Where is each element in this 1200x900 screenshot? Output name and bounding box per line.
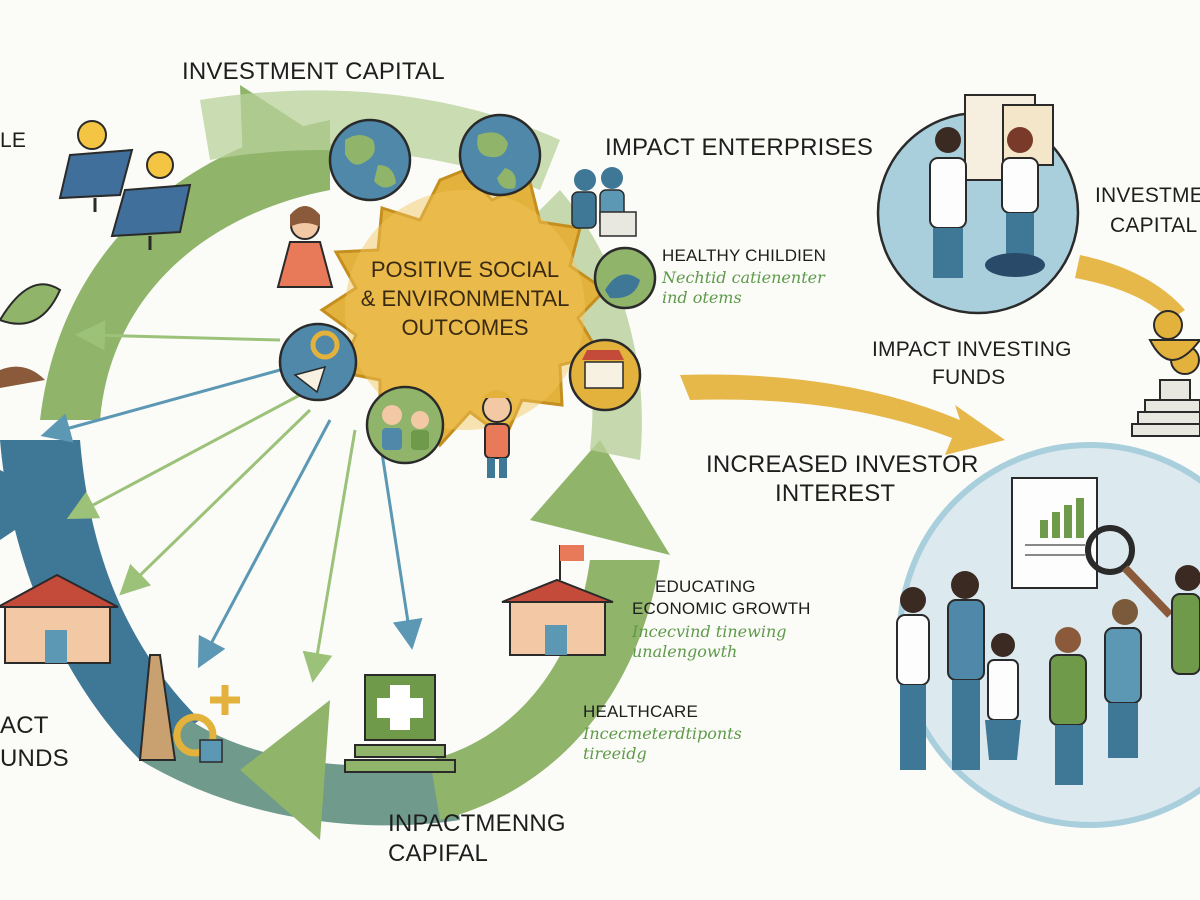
market-globe-icon	[568, 338, 642, 412]
label-healthcare-sub1: Incecmeterdtiponts	[583, 724, 742, 743]
label-educating-sub2: unalengowth	[632, 642, 738, 661]
cycle-ring	[0, 85, 670, 840]
globe-icon	[328, 118, 412, 202]
label-healthcare-sub2: tireeidg	[583, 744, 647, 763]
leaf-icon	[0, 283, 62, 388]
cycle-arrowhead-right	[530, 440, 670, 555]
label-inpactmening: INPACTMENNG	[388, 810, 566, 837]
investor-flow-arrow	[680, 255, 1185, 455]
label-economic-growth: ECONOMIC GROWTH	[632, 599, 811, 618]
solar-panel-icon	[110, 151, 192, 250]
investors-scene-circle	[896, 442, 1200, 828]
center-title-line: OUTCOMES	[401, 315, 529, 340]
child-figure-icon	[482, 390, 512, 478]
ray-arrow	[378, 439, 423, 650]
label-partial-unds: UNDS	[0, 745, 69, 772]
label-increased-investor-line1: INCREASED INVESTOR	[706, 451, 979, 478]
label-impact-enterprises: IMPACT ENTERPRISES	[605, 134, 874, 161]
center-outcomes-title: POSITIVE SOCIAL & ENVIRONMENTAL OUTCOMES	[330, 255, 600, 342]
school-building-icon	[0, 573, 119, 664]
ray-arrow	[302, 429, 357, 683]
cycle-arrowhead-left	[0, 470, 60, 540]
ray-arrow	[119, 408, 312, 596]
label-impact-investing-funds-line2: FUNDS	[932, 366, 1006, 389]
ray-arrow	[40, 368, 281, 443]
solar-panel-icon	[58, 120, 134, 212]
healthy-children-globe-icon	[593, 246, 657, 310]
healthcare-cross-icon	[344, 674, 456, 773]
center-title-line: & ENVIRONMENTAL	[360, 286, 570, 311]
label-healthy-children-sub1: Nechtid catienenter	[662, 268, 825, 287]
label-impact-investing-funds-line1: IMPACT INVESTING	[872, 338, 1072, 361]
trophy-coins-icon	[1131, 310, 1200, 437]
outcome-rays	[40, 320, 423, 683]
label-investment-capital-top: INVESTMENT CAPITAL	[182, 58, 445, 85]
label-healthcare: HEALTHCARE	[583, 702, 699, 721]
label-educating: EDUCATING	[655, 577, 756, 596]
label-right-capital: CAPITAL	[1110, 214, 1198, 237]
globe-icon	[458, 113, 542, 197]
label-capifal: CAPIFAL	[388, 840, 489, 867]
label-healthy-children: HEALTHY CHILDIEN	[662, 246, 827, 265]
girl-figure-icon	[276, 206, 334, 288]
ray-arrow	[197, 419, 332, 669]
label-healthy-children-sub2: ind otems	[662, 288, 742, 307]
label-partial-act: ACT	[0, 712, 49, 739]
label-increased-investor-line2: INTEREST	[775, 480, 896, 507]
school-building-icon	[501, 545, 614, 656]
ray-arrow	[75, 320, 281, 351]
ray-arrow	[66, 393, 301, 520]
enterprise-people-icon	[571, 167, 637, 237]
center-outcomes-burst	[319, 168, 608, 448]
cycle-arrowhead-bottom	[240, 700, 330, 840]
meeting-scene-circle	[876, 94, 1080, 315]
recycling-globe-icon	[278, 322, 358, 402]
children-globe-icon	[365, 385, 445, 465]
label-right-investment: INVESTME	[1095, 184, 1200, 207]
coin-tower-icon	[138, 654, 240, 763]
center-title-line: POSITIVE SOCIAL	[370, 257, 560, 282]
label-educating-sub1: Incecvind tinewing	[632, 622, 787, 641]
label-partial-top-left: LE	[0, 129, 27, 152]
